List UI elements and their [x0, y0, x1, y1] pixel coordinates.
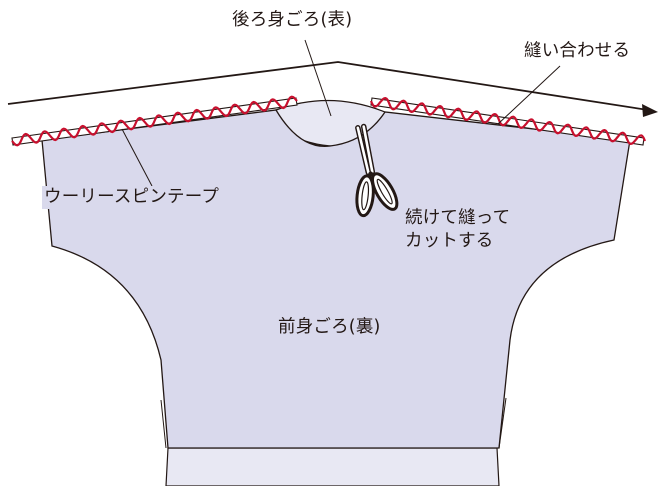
scissors-icon	[355, 123, 399, 218]
cut-instruction-line-1: 続けて縫って	[405, 208, 511, 228]
leader-sew-together	[497, 65, 561, 125]
spin-tape-label: ウーリースピンテープ	[42, 186, 222, 209]
back-body-hem	[165, 447, 500, 486]
cut-instruction: 続けて縫って カットする	[405, 207, 510, 253]
front-body-label: 前身ごろ(裏)	[278, 317, 381, 337]
arrow-icon	[7, 61, 658, 117]
front-body	[41, 109, 631, 449]
zigzag-stitch-right	[369, 97, 647, 145]
back-body-label: 後ろ身ごろ(表)	[232, 10, 353, 30]
leader-spin-tape	[121, 128, 153, 187]
cut-instruction-line-2: カットする	[405, 231, 494, 251]
back-body-side-left	[160, 399, 167, 449]
leader-back-body	[304, 39, 332, 117]
back-body-side-right	[498, 397, 507, 449]
sew-together-label: 縫い合わせる	[524, 41, 631, 61]
zigzag-stitch-left	[11, 95, 298, 147]
